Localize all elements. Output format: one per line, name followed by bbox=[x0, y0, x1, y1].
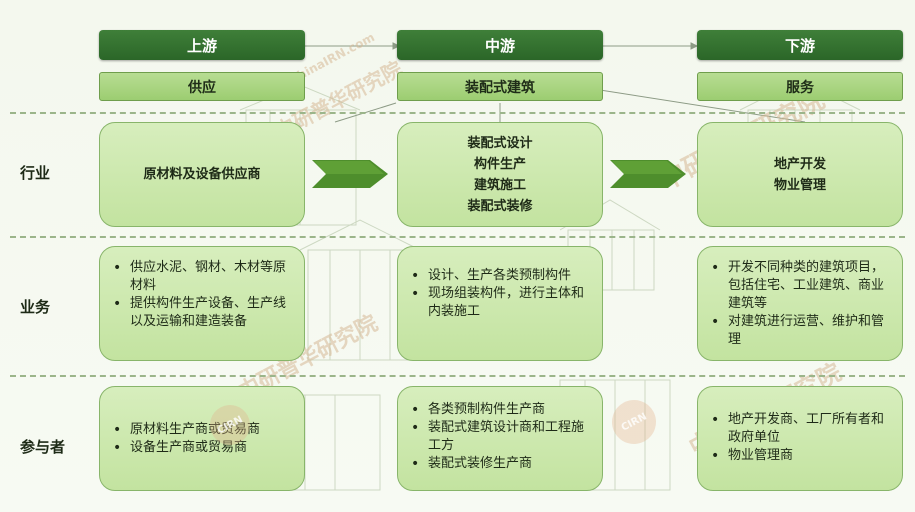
sub-upstream: 供应 bbox=[99, 72, 305, 101]
industry-down-line-2: 物业管理 bbox=[773, 177, 826, 193]
watermark-logo-text: CIRN bbox=[215, 413, 245, 437]
separator-middle bbox=[10, 236, 905, 238]
separator-bottom bbox=[10, 375, 905, 377]
business-down-item-2: 对建筑进行运营、维护和管理 bbox=[711, 313, 890, 349]
participants-mid-item-3: 装配式装修生产商 bbox=[411, 455, 590, 473]
business-down-item-1: 开发不同种类的建筑项目，包括住宅、工业建筑、商业建筑等 bbox=[711, 259, 890, 313]
participants-down-item-1: 地产开发商、工厂所有者和政府单位 bbox=[711, 411, 890, 447]
participants-midstream-list: 各类预制构件生产商 装配式建筑设计商和工程施工方 装配式装修生产商 bbox=[398, 401, 602, 473]
business-midstream-box: 设计、生产各类预制构件 现场组装构件，进行主体和内装施工 bbox=[397, 246, 603, 361]
industry-mid-line-2: 构件生产 bbox=[473, 156, 526, 172]
header-upstream: 上游 bbox=[99, 30, 305, 60]
sub-midstream: 装配式建筑 bbox=[397, 72, 603, 101]
industry-downstream-box: 地产开发 物业管理 bbox=[697, 122, 903, 227]
header-downstream: 下游 bbox=[697, 30, 903, 60]
row-label-business: 业务 bbox=[20, 298, 51, 316]
header-midstream: 中游 bbox=[397, 30, 603, 60]
watermark-logo-right-text: CIRN bbox=[619, 410, 649, 434]
participants-downstream-box: 地产开发商、工厂所有者和政府单位 物业管理商 bbox=[697, 386, 903, 491]
participants-up-item-1: 原材料生产商或贸易商 bbox=[113, 421, 292, 439]
row-label-industry: 行业 bbox=[20, 164, 51, 182]
industry-upstream-text: 原材料及设备供应商 bbox=[143, 167, 261, 182]
industry-down-line-1: 地产开发 bbox=[773, 156, 826, 172]
watermark-logo-right: CIRN bbox=[604, 392, 664, 452]
separator-top bbox=[10, 112, 905, 114]
participants-midstream-box: 各类预制构件生产商 装配式建筑设计商和工程施工方 装配式装修生产商 bbox=[397, 386, 603, 491]
business-up-item-1: 供应水泥、钢材、木材等原材料 bbox=[113, 259, 292, 295]
industry-upstream-box: 原材料及设备供应商 bbox=[99, 122, 305, 227]
participants-downstream-list: 地产开发商、工厂所有者和政府单位 物业管理商 bbox=[698, 411, 902, 465]
business-mid-item-2: 现场组装构件，进行主体和内装施工 bbox=[411, 285, 590, 321]
industry-mid-line-4: 装配式装修 bbox=[467, 198, 533, 214]
participants-upstream-box: 原材料生产商或贸易商 设备生产商或贸易商 bbox=[99, 386, 305, 491]
business-upstream-list: 供应水泥、钢材、木材等原材料 提供构件生产设备、生产线以及运输和建造装备 bbox=[100, 259, 304, 331]
business-upstream-box: 供应水泥、钢材、木材等原材料 提供构件生产设备、生产线以及运输和建造装备 bbox=[99, 246, 305, 361]
sub-downstream: 服务 bbox=[697, 72, 903, 101]
industry-mid-line-3: 建筑施工 bbox=[473, 177, 526, 193]
business-up-item-2: 提供构件生产设备、生产线以及运输和建造装备 bbox=[113, 295, 292, 331]
participants-upstream-list: 原材料生产商或贸易商 设备生产商或贸易商 bbox=[100, 421, 304, 457]
industry-mid-line-1: 装配式设计 bbox=[467, 135, 533, 151]
business-downstream-box: 开发不同种类的建筑项目，包括住宅、工业建筑、商业建筑等 对建筑进行运营、维护和管… bbox=[697, 246, 903, 361]
participants-mid-item-2: 装配式建筑设计商和工程施工方 bbox=[411, 419, 590, 455]
arrow-right-icon bbox=[312, 160, 388, 188]
row-label-participants: 参与者 bbox=[20, 438, 66, 456]
industry-midstream-box: 装配式设计 构件生产 建筑施工 装配式装修 bbox=[397, 122, 603, 227]
participants-mid-item-1: 各类预制构件生产商 bbox=[411, 401, 590, 419]
business-mid-item-1: 设计、生产各类预制构件 bbox=[411, 267, 590, 285]
business-midstream-list: 设计、生产各类预制构件 现场组装构件，进行主体和内装施工 bbox=[398, 267, 602, 321]
business-downstream-list: 开发不同种类的建筑项目，包括住宅、工业建筑、商业建筑等 对建筑进行运营、维护和管… bbox=[698, 259, 902, 349]
arrow-right-icon bbox=[610, 160, 686, 188]
participants-up-item-2: 设备生产商或贸易商 bbox=[113, 439, 292, 457]
participants-down-item-2: 物业管理商 bbox=[711, 447, 890, 465]
